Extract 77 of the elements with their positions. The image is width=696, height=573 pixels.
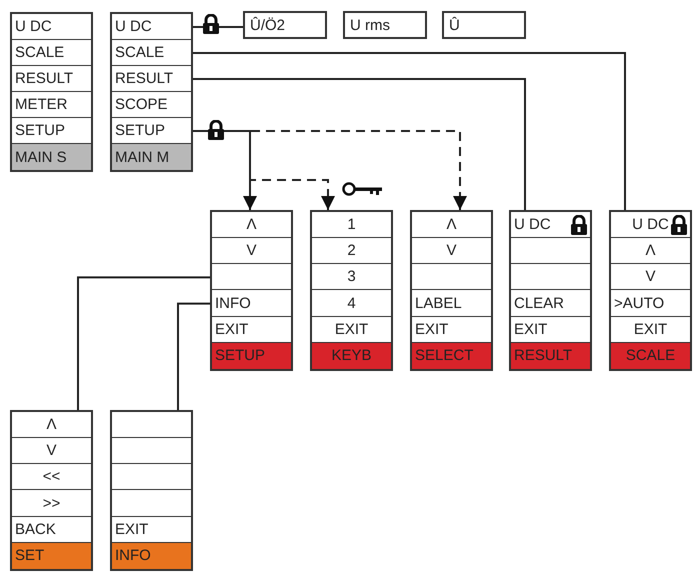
menu-panel [110, 410, 193, 571]
display-field [343, 11, 427, 39]
item-label: 1 [347, 216, 356, 234]
item-label: U rms [350, 16, 390, 34]
item-label: LABEL [415, 294, 462, 312]
menu-item [312, 342, 391, 369]
menu-item [112, 542, 191, 569]
item-label: Λ [246, 216, 257, 234]
item-label: EXIT [215, 320, 248, 338]
item-label: SCALE [115, 44, 164, 61]
display-field [442, 11, 526, 39]
connector-line [177, 302, 212, 410]
item-label: EXIT [334, 320, 368, 338]
display-field [243, 11, 327, 39]
item-label: SETUP [215, 347, 266, 364]
item-label: V [645, 268, 656, 286]
item-label: SETUP [15, 122, 66, 139]
item-label: 4 [347, 294, 356, 312]
item-label: SET [15, 547, 44, 564]
item-label: MAIN S [15, 148, 67, 166]
item-label: RESULT [15, 70, 74, 87]
item-label: RESULT [115, 70, 174, 87]
item-label: Λ [46, 416, 57, 434]
menu-panel [310, 210, 393, 371]
item-label: EXIT [634, 320, 668, 338]
item-label: Λ [446, 216, 457, 234]
item-label: Û [449, 16, 460, 34]
menu-panel [509, 210, 592, 371]
item-label: SETUP [115, 122, 166, 139]
item-label: RESULT [514, 347, 572, 364]
menu-item [12, 144, 91, 170]
item-label: SCALE [626, 347, 676, 364]
item-label: INFO [215, 294, 251, 312]
item-label: Λ [645, 242, 656, 260]
menu-item [412, 342, 491, 369]
item-label: EXIT [115, 520, 148, 538]
connector-line [191, 26, 243, 28]
menu-panel [609, 210, 692, 371]
menu-item [12, 542, 91, 569]
menu-panel [110, 12, 193, 172]
item-label: V [446, 242, 456, 260]
item-label: 3 [347, 268, 356, 286]
item-label: INFO [115, 547, 151, 564]
item-label: SCALE [15, 44, 64, 61]
menu-item [511, 212, 590, 238]
menu-item [611, 212, 690, 238]
item-label: MAIN M [115, 148, 170, 166]
item-label: V [246, 242, 256, 260]
item-label: Û/Ö2 [250, 16, 286, 34]
item-label: METER [15, 96, 68, 113]
item-label: 2 [347, 242, 356, 260]
item-label: >AUTO [614, 294, 664, 312]
item-label: SELECT [415, 347, 474, 364]
connector-line [77, 276, 212, 410]
item-label: EXIT [415, 320, 448, 338]
menu-panel [10, 410, 93, 571]
menu-panel [10, 12, 93, 172]
menu-panel [210, 210, 293, 371]
menu-item [611, 342, 690, 369]
menu-item [112, 144, 191, 170]
item-label: U DC [15, 18, 52, 35]
item-label: U DC [115, 18, 152, 35]
item-label: BACK [15, 520, 56, 538]
item-label: KEYB [331, 347, 372, 364]
item-label: >> [42, 494, 60, 512]
item-label: V [46, 442, 56, 460]
item-label: SCOPE [115, 96, 168, 113]
item-label: CLEAR [514, 294, 564, 312]
connector-line [191, 78, 526, 210]
menu-item [212, 342, 291, 369]
menu-panel [410, 210, 493, 371]
item-label: U DC [514, 216, 551, 234]
menu-item [511, 342, 590, 369]
connector-line [191, 52, 626, 210]
item-label: << [42, 468, 60, 486]
item-label: U DC [632, 216, 669, 234]
item-label: EXIT [514, 320, 548, 338]
